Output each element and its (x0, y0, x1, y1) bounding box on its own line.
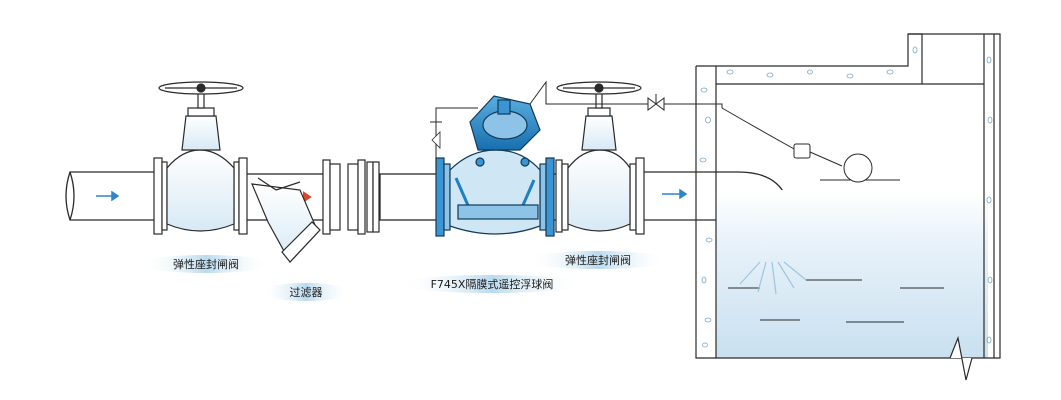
gate-valve-left (153, 81, 248, 235)
label-gate-valve-right: 弹性座封闸阀 (528, 251, 668, 269)
flow-arrow-outlet (662, 188, 688, 200)
diaphragm-float-valve (430, 95, 555, 237)
label-float-valve: F745X隔膜式遥控浮球阀 (400, 275, 584, 293)
label-gate-valve-left: 弹性座封闸阀 (142, 255, 270, 273)
svg-text:过滤器: 过滤器 (290, 286, 323, 299)
control-line (529, 80, 797, 151)
gate-valve-right (555, 81, 645, 235)
svg-text:F745X隔膜式遥控浮球阀: F745X隔膜式遥控浮球阀 (431, 277, 554, 291)
flow-arrow-inlet (96, 190, 120, 202)
y-strainer (251, 159, 380, 264)
water-tank (695, 33, 1001, 381)
svg-text:弹性座封闸阀: 弹性座封闸阀 (565, 253, 631, 267)
svg-text:弹性座封闸阀: 弹性座封闸阀 (173, 257, 239, 271)
tank-water (716, 190, 988, 358)
float-ball (793, 143, 873, 183)
label-strainer: 过滤器 (262, 283, 350, 301)
